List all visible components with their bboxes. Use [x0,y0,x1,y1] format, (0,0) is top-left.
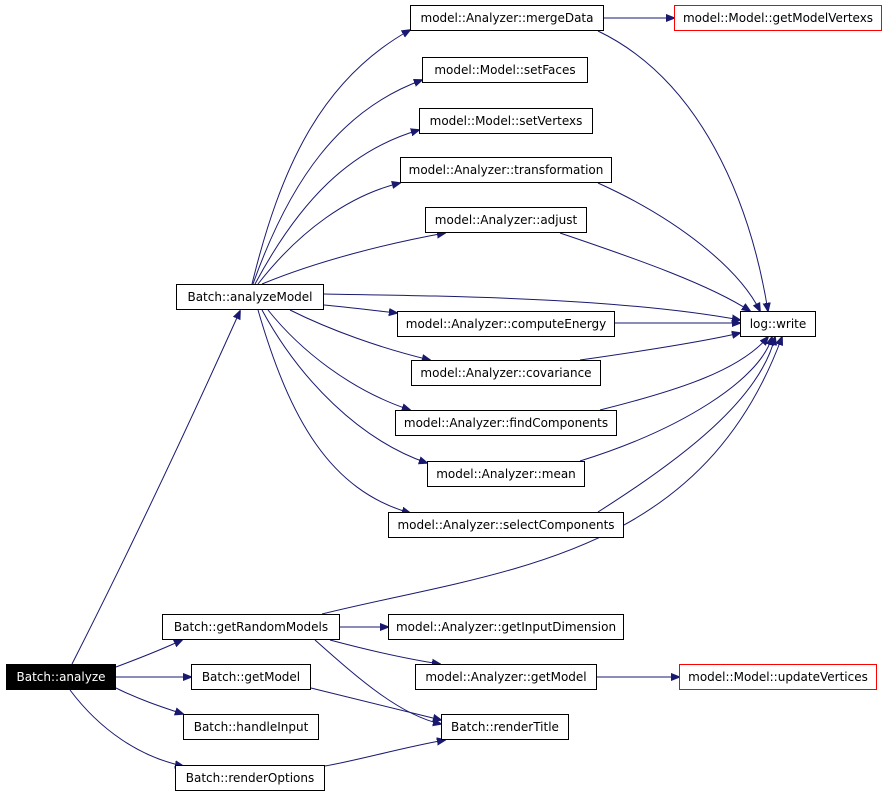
edge-analyzemodel-to-computeenergy [323,304,397,313]
edge-mergedata-to-logwrite [597,30,768,311]
node-model-setfaces[interactable]: model::Model::setFaces [422,57,588,83]
node-analyzer-computeenergy[interactable]: model::Analyzer::computeEnergy [397,311,615,337]
edge-analyzemodel-to-setvertexs [254,130,419,285]
edge-adjust-to-logwrite [559,232,750,311]
edge-getmodel-to-rendertitle [310,687,441,720]
node-analyzer-mergedata[interactable]: model::Analyzer::mergeData [410,5,604,31]
edge-analyze-to-getrandommodels [115,640,182,668]
node-analyzer-findcomponents[interactable]: model::Analyzer::findComponents [395,410,617,436]
node-batch-analyzemodel[interactable]: Batch::analyzeModel [176,284,324,310]
node-analyzer-covariance[interactable]: model::Analyzer::covariance [411,360,601,386]
node-batch-analyze[interactable]: Batch::analyze [6,664,116,690]
edge-analyzemodel-to-selectcomponents [257,309,410,513]
node-log-write[interactable]: log::write [740,311,816,337]
node-batch-getrandommodels[interactable]: Batch::getRandomModels [162,614,340,640]
node-batch-renderoptions[interactable]: Batch::renderOptions [175,765,325,791]
node-batch-getmodel[interactable]: Batch::getModel [191,664,311,690]
edge-getrandommodels-to-rendertitle [314,639,441,724]
edge-transformation-to-logwrite [597,182,760,311]
edge-analyze-to-analyzemodel [71,311,240,665]
edge-analyzemodel-to-mergedata [251,30,410,285]
node-analyzer-selectcomponents[interactable]: model::Analyzer::selectComponents [388,512,624,538]
node-analyzer-transformation[interactable]: model::Analyzer::transformation [400,157,612,183]
edge-getrandommodels-to-logwrite [321,337,782,615]
edge-renderoptions-to-rendertitle [324,740,445,767]
node-batch-rendertitle[interactable]: Batch::renderTitle [441,714,569,740]
edge-mean-to-logwrite [579,337,772,462]
node-model-updatevertices[interactable]: model::Model::updateVertices [679,664,877,690]
edge-getrandommodels-to-analyzergetmodel [329,639,440,664]
node-batch-handleinput[interactable]: Batch::handleInput [183,714,319,740]
edge-analyzemodel-to-mean [261,309,427,463]
edge-selectcomponents-to-logwrite [597,337,775,513]
edge-analyzemodel-to-setfaces [252,80,422,285]
node-analyzer-adjust[interactable]: model::Analyzer::adjust [425,207,587,233]
edge-analyzemodel-to-adjust [261,233,445,285]
edge-analyzemodel-to-findcomponents [267,309,410,410]
edge-analyzemodel-to-logwrite [323,293,740,320]
node-model-setvertexs[interactable]: model::Model::setVertexs [419,108,593,134]
edge-analyzemodel-to-covariance [289,309,430,360]
node-analyzer-getinputdimension[interactable]: model::Analyzer::getInputDimension [388,614,624,640]
edge-findcomponents-to-logwrite [599,337,768,411]
edge-analyze-to-renderoptions [69,689,183,766]
node-analyzer-mean[interactable]: model::Analyzer::mean [427,461,585,487]
edge-analyzemodel-to-transformation [257,183,400,285]
edge-analyze-to-handleinput [115,687,183,714]
edge-covariance-to-logwrite [579,333,740,361]
node-model-getmodelvertexs[interactable]: model::Model::getModelVertexs [674,5,882,31]
node-analyzer-getmodel[interactable]: model::Analyzer::getModel [415,664,597,690]
